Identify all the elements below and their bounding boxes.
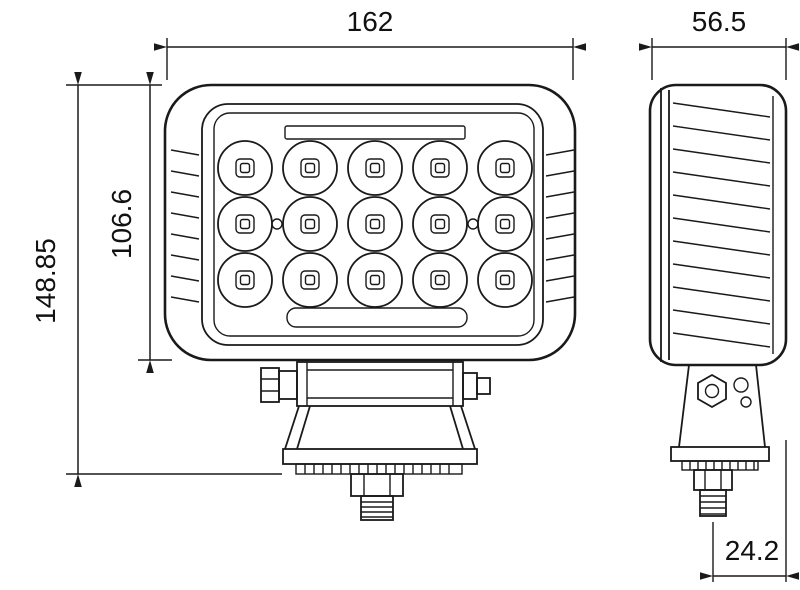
pivot-bolt-facets [261, 378, 279, 392]
led [282, 252, 338, 308]
pivot-tube [296, 361, 464, 407]
dimension-width: 162 [154, 6, 586, 80]
led-array [217, 140, 533, 308]
led [217, 252, 273, 308]
bolt-head [693, 469, 733, 491]
bracket-neck [678, 364, 766, 448]
led [477, 196, 533, 252]
led [282, 140, 338, 196]
side-view [648, 83, 788, 517]
bracket-base-plate [282, 448, 478, 465]
fastener-dot-right [467, 218, 479, 230]
pivot-nut-right [462, 372, 478, 400]
led [282, 196, 338, 252]
mounting-bolt-side [693, 469, 733, 517]
pivot-bolt-head-left [260, 367, 280, 403]
dimension-housing-height: 106.6 [106, 72, 172, 373]
adjust-hole-1 [733, 377, 749, 393]
extension-lines [651, 38, 787, 80]
adjust-hole-2 [740, 396, 752, 408]
led [477, 252, 533, 308]
led [347, 252, 403, 308]
top-position-light-slot [284, 125, 466, 140]
mounting-bracket-side [670, 364, 770, 517]
side-base-plate [670, 446, 770, 462]
dimension-label-overall-height: 148.85 [30, 238, 61, 324]
bolt-threads [361, 501, 393, 518]
pivot-stud-right [476, 377, 491, 395]
side-base-serrations [681, 460, 759, 471]
led [412, 252, 468, 308]
mounting-bracket-front [260, 361, 491, 521]
dimension-mount-offset: 24.2 [700, 440, 799, 582]
heatsink-fins-left [170, 149, 200, 303]
led [477, 140, 533, 196]
bolt-head-facets [704, 470, 722, 490]
side-body-outline [648, 83, 788, 367]
bolt-shaft [360, 495, 394, 521]
bracket-arms [284, 405, 476, 450]
mounting-bolt-front [350, 473, 404, 521]
serration-teeth [304, 464, 450, 474]
extension-lines [66, 84, 282, 475]
fastener-dot-left [271, 218, 283, 230]
dimension-overall-height: 148.85 [30, 72, 282, 487]
extension-lines [712, 440, 787, 582]
bottom-position-light-slot [286, 307, 468, 328]
led [412, 140, 468, 196]
lens-panel-outline [213, 112, 535, 337]
pivot-bolt-center [704, 383, 720, 399]
lens-edge-lines [660, 88, 670, 362]
bolt-head-facets [363, 474, 391, 496]
dimension-depth: 56.5 [639, 6, 799, 80]
led [217, 196, 273, 252]
front-view [163, 83, 577, 521]
pivot-washer-left [278, 370, 298, 400]
serration-strip [295, 463, 463, 475]
pivot-bolt-hex [697, 373, 727, 409]
bolt-shaft [699, 489, 727, 517]
base-serrations [295, 463, 463, 475]
heatsink-fins-right [545, 149, 575, 303]
led [347, 196, 403, 252]
side-heatsink-fins [672, 102, 771, 348]
bolt-head [350, 473, 404, 497]
serration-teeth [689, 461, 755, 470]
housing-outline [163, 83, 577, 362]
dimension-label-housing-height: 106.6 [106, 189, 137, 259]
bezel-outline [201, 103, 544, 346]
dimension-label-depth: 56.5 [692, 6, 747, 37]
dimension-label-width: 162 [347, 6, 394, 37]
led [412, 196, 468, 252]
led [217, 140, 273, 196]
led [347, 140, 403, 196]
extension-lines [166, 38, 574, 80]
bolt-threads [700, 495, 726, 515]
pivot-tube-lines [306, 362, 454, 406]
dimension-label-mount-offset: 24.2 [725, 535, 780, 566]
